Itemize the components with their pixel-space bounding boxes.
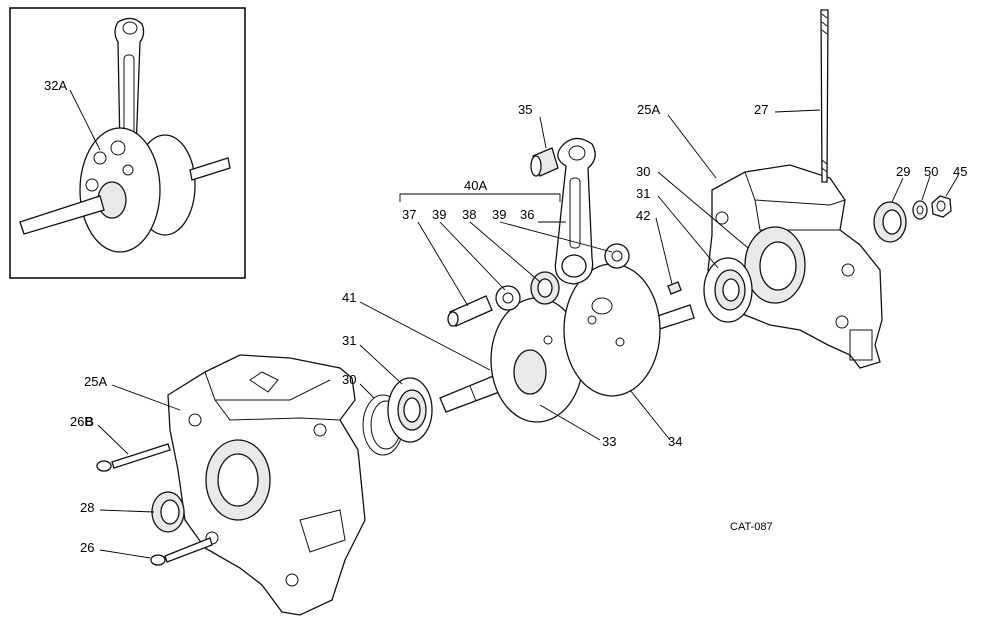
screw-26b (96, 443, 171, 472)
screw-26 (150, 537, 213, 566)
connecting-rod-36 (554, 137, 596, 285)
label-26: 26 (80, 540, 94, 555)
label-41: 41 (342, 290, 356, 305)
label-35: 35 (518, 102, 532, 117)
label-32a: 32A (44, 78, 67, 93)
left-crankcase-half (167, 354, 366, 616)
washer-50 (912, 200, 928, 220)
label-30-left: 30 (342, 372, 356, 387)
label-30-right: 30 (636, 164, 650, 179)
stud-27 (820, 9, 829, 183)
part-labels: 35 40A 37 39 38 39 36 41 31 30 25A 26B 2… (70, 102, 967, 555)
label-36: 36 (520, 207, 534, 222)
label-39-b: 39 (492, 207, 506, 222)
inset-connecting-rod (114, 17, 145, 151)
label-28: 28 (80, 500, 94, 515)
bearing-31-right (703, 257, 753, 323)
label-26b: 26B (70, 414, 94, 429)
label-37: 37 (402, 207, 416, 222)
label-42: 42 (636, 208, 650, 223)
key-42 (667, 281, 682, 295)
half-shaft-33 (439, 297, 584, 423)
needle-bearing-35 (530, 147, 559, 177)
catalog-code: CAT-087 (730, 521, 773, 533)
label-45: 45 (953, 164, 967, 179)
label-27: 27 (754, 102, 768, 117)
label-38: 38 (462, 207, 476, 222)
nut-45 (931, 195, 952, 218)
label-29: 29 (896, 164, 910, 179)
label-31-right: 31 (636, 186, 650, 201)
label-31-left: 31 (342, 333, 356, 348)
label-39-a: 39 (432, 207, 446, 222)
label-34: 34 (668, 434, 682, 449)
right-crankcase-half (707, 164, 883, 369)
label-26b-letter: B (84, 414, 93, 429)
label-26b-number: 26 (70, 414, 84, 429)
label-33: 33 (602, 434, 616, 449)
oil-seal-29 (873, 201, 907, 243)
needle-bearing-38 (530, 271, 560, 305)
crank-pin-37 (447, 295, 493, 327)
label-40a: 40A (464, 178, 487, 193)
label-25a-left: 25A (84, 374, 107, 389)
inset-panel: 32A (9, 7, 246, 279)
bearing-31-left (387, 377, 433, 443)
oil-seal-28 (151, 491, 185, 533)
washer-39-left (495, 285, 521, 311)
inset-shafts (19, 157, 231, 235)
leader-lines (97, 109, 959, 559)
label-25a-right: 25A (637, 102, 660, 117)
washer-39-right (604, 243, 630, 269)
label-50: 50 (924, 164, 938, 179)
